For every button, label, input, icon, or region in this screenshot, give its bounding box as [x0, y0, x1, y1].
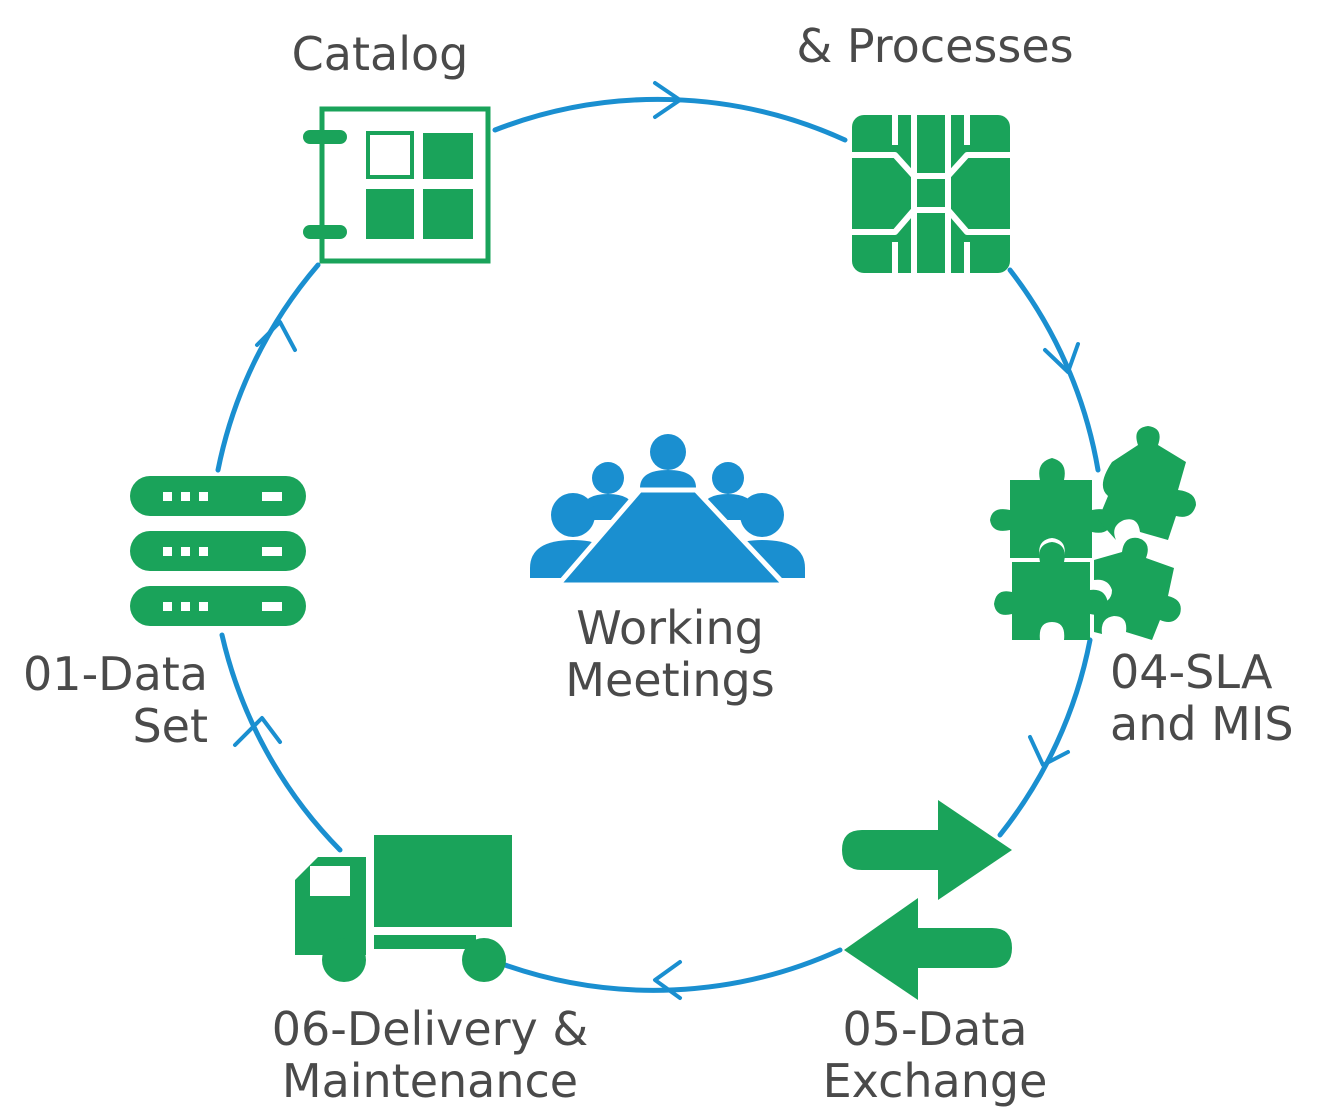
- stage-label-sla: 04-SLA and MIS: [1110, 646, 1325, 750]
- direction-chevron-icon: [653, 81, 682, 119]
- exchange-arrows-icon: [842, 800, 1012, 1000]
- direction-chevron-icon: [1043, 342, 1080, 374]
- ring-segment-dataset-to-catalog: [215, 262, 321, 473]
- stage-label-delivery-line2: Maintenance: [281, 1054, 579, 1108]
- puzzle-icon: [990, 426, 1196, 640]
- stage-label-catalog: Catalog: [255, 28, 505, 80]
- meeting-people-icon: [530, 434, 805, 588]
- chip-icon: [852, 115, 1010, 273]
- stage-label-exchange-line2: Exchange: [822, 1054, 1048, 1108]
- stage-label-processes-line1: & Processes: [796, 19, 1074, 73]
- stage-label-exchange: 05-Data Exchange: [800, 1003, 1070, 1107]
- stage-label-dataset-line2: Set: [132, 699, 208, 753]
- cycle-ring: [215, 96, 1101, 993]
- center-label-line2: Meetings: [565, 653, 775, 707]
- stage-label-dataset: 01-Data Set: [0, 648, 208, 752]
- ring-segment-exchange-to-delivery: [502, 947, 843, 993]
- server-stack-icon: [130, 476, 306, 626]
- direction-chevron-icon: [653, 960, 682, 1000]
- stage-label-dataset-line1: 01-Data: [23, 647, 208, 701]
- stage-label-sla-line1: 04-SLA: [1110, 645, 1273, 699]
- truck-icon: [295, 835, 512, 982]
- stage-label-sla-line2: and MIS: [1110, 697, 1294, 751]
- direction-chevron-icon: [233, 716, 282, 747]
- ring-segment-sla-to-exchange: [997, 637, 1093, 838]
- cycle-direction-markers: [233, 81, 1080, 1000]
- direction-chevron-icon: [255, 320, 297, 352]
- stage-label-delivery: 06-Delivery & Maintenance: [240, 1003, 620, 1107]
- stage-label-catalog-line1: Catalog: [291, 27, 469, 81]
- catalog-grid-icon: [303, 106, 491, 264]
- center-label: Working Meetings: [540, 602, 800, 706]
- center-label-line1: Working: [576, 601, 764, 655]
- stage-label-exchange-line1: 05-Data: [842, 1002, 1028, 1056]
- ring-segment-processes-to-sla: [1007, 267, 1101, 473]
- direction-chevron-icon: [1028, 735, 1070, 767]
- stage-label-processes: & Processes: [770, 20, 1100, 72]
- stage-label-delivery-line1: 06-Delivery &: [271, 1002, 589, 1056]
- ring-segment-catalog-to-processes: [492, 96, 848, 143]
- ring-segment-delivery-to-dataset: [219, 632, 343, 853]
